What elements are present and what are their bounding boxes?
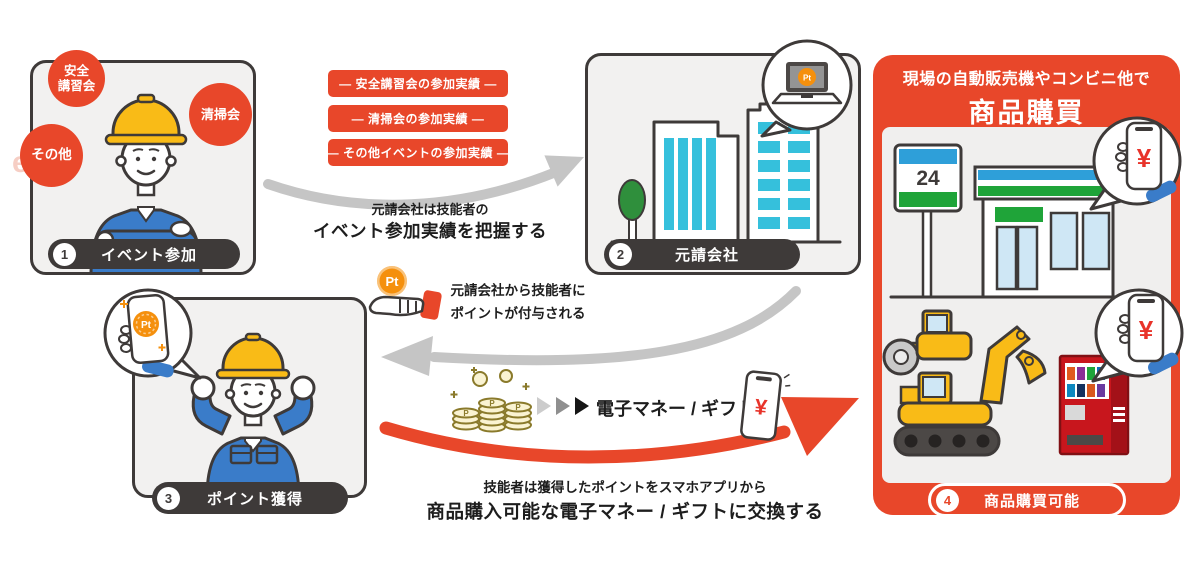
phone-yen-flow-icon: ¥ — [740, 370, 791, 441]
arrow-triangle-2-icon — [556, 397, 570, 415]
badge-other-label: その他 — [31, 147, 72, 163]
phone-pt-icon: Pt — [118, 293, 174, 378]
red-arrow-icon — [379, 397, 859, 464]
step3-label: ポイント獲得 — [206, 490, 303, 508]
office-buildings-illustration — [610, 102, 842, 244]
svg-text:P: P — [515, 403, 521, 412]
caption-exchange-line2: 商品購入可能な電子マネー / ギフトに交換する — [426, 501, 824, 522]
caption-grant-line1: 元請会社から技能者に — [450, 283, 586, 298]
step2-label: 元請会社 — [674, 247, 739, 264]
caption-grasp-line1: 元請会社は技能者の — [371, 202, 489, 217]
convenience-store-illustration: 24 — [889, 143, 1121, 299]
step3-number: 3 — [157, 486, 180, 510]
panel-purchase: 現場の自動販売機やコンビニ他で 商品購買 24 — [873, 55, 1184, 517]
step2-pill: 2 元請会社 — [604, 239, 800, 270]
caption-exchange-line1: 技能者は獲得したポイントをスマホアプリから — [483, 480, 767, 495]
step4-pill: 4 商品購買可能 — [928, 483, 1126, 517]
step2-number: 2 — [609, 243, 632, 266]
tag-safety-record: — 安全講習会の参加実績 — — [328, 70, 508, 97]
step1-label: イベント参加 — [100, 246, 197, 264]
caption-exchange: 技能者は獲得したポイントをスマホアプリから 商品購入可能な電子マネー / ギフト… — [400, 476, 850, 524]
worker-cheering-illustration — [190, 332, 316, 495]
purchase-header-line2: 商品購買 — [968, 98, 1085, 128]
tag-other-record: — その他イベントの参加実績 — — [327, 139, 509, 166]
step3-pill: 3 ポイント獲得 — [152, 482, 348, 514]
step1-number: 1 — [53, 242, 76, 266]
gray-arrow-left-icon — [381, 286, 801, 376]
svg-text:¥: ¥ — [1139, 315, 1154, 345]
purchase-header: 現場の自動販売機やコンビニ他で 商品購買 — [873, 65, 1180, 130]
badge-cleaning: 清掃会 — [189, 83, 252, 146]
phone-points-bubble: Pt — [103, 288, 202, 380]
step4-label: 商品購買可能 — [983, 492, 1080, 510]
badge-other: その他 — [20, 124, 83, 187]
purchase-header-line1: 現場の自動販売機やコンビニ他で — [902, 71, 1151, 88]
laptop-icon: Pt — [771, 62, 843, 105]
panel-points-earned — [132, 297, 367, 498]
svg-text:24: 24 — [916, 167, 940, 190]
caption-grant: 元請会社から技能者に ポイントが付与される — [438, 279, 598, 322]
svg-text:Pt: Pt — [803, 74, 811, 83]
svg-text:¥: ¥ — [753, 394, 769, 420]
vending-machine-illustration — [1058, 354, 1130, 456]
phone-yen-icon: ¥ — [1117, 293, 1179, 375]
gray-arrow-right-icon — [263, 155, 584, 210]
step4-number: 4 — [936, 488, 959, 512]
caption-grant-line2: ポイントが付与される — [450, 306, 586, 321]
arrow-triangle-3-icon — [575, 397, 589, 415]
pt-coin-label: Pt — [385, 273, 399, 289]
badge-safety-training-label: 安全 講習会 — [57, 63, 96, 93]
arrow-triangle-1-icon — [537, 397, 551, 415]
svg-text:¥: ¥ — [1137, 143, 1152, 173]
step1-pill: 1 イベント参加 — [48, 239, 240, 269]
pt-coin-icon: Pt — [377, 266, 407, 296]
caption-grasp-line2: イベント参加実績を把握する — [313, 221, 547, 241]
coin-stack-icon: P P P — [450, 367, 532, 433]
giving-hand-icon — [368, 290, 442, 320]
svg-text:P: P — [489, 399, 495, 408]
tag-cleaning-record: — 清掃会の参加実績 — — [328, 105, 508, 132]
badge-cleaning-label: 清掃会 — [200, 106, 240, 122]
phone-yen-bubble-bottom: ¥ — [1091, 288, 1184, 383]
caption-grasp: 元請会社は技能者の イベント参加実績を把握する — [310, 199, 550, 243]
svg-text:P: P — [463, 409, 469, 418]
phone-yen-icon: ¥ — [1115, 121, 1177, 203]
laptop-bubble: Pt — [760, 39, 853, 138]
exchange-label: 電子マネー / ギフト — [596, 399, 756, 419]
phone-yen-bubble-top: ¥ — [1089, 116, 1182, 211]
construction-equipment-illustration — [882, 309, 1047, 457]
badge-safety-training: 安全 講習会 — [48, 50, 105, 107]
svg-text:Pt: Pt — [141, 320, 152, 331]
